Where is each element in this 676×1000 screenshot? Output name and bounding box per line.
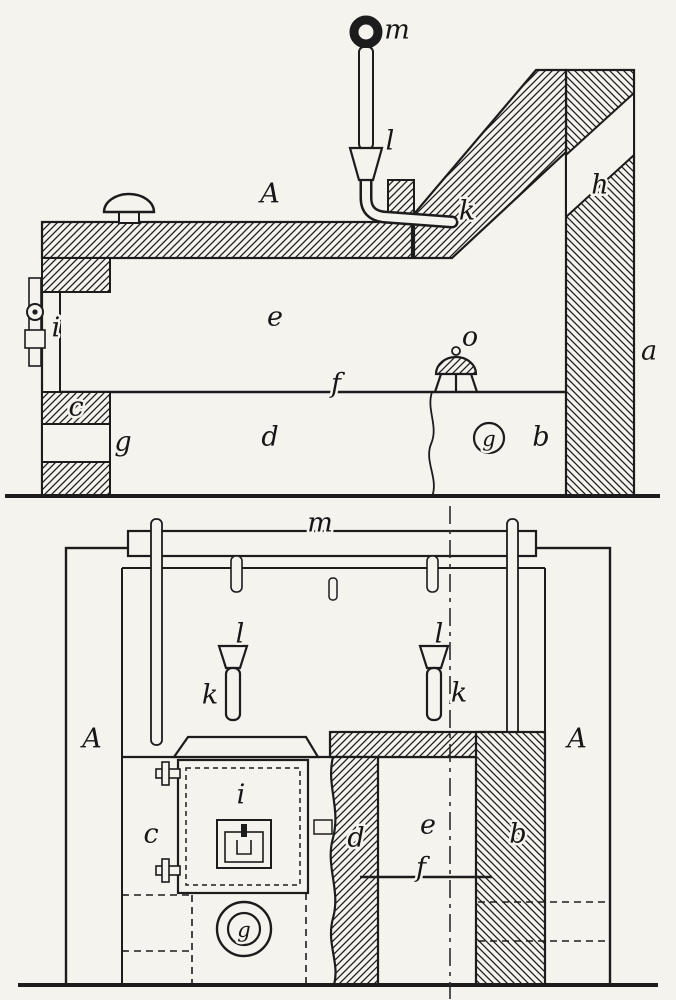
damper-slide <box>236 840 252 855</box>
flue-channel <box>565 90 635 220</box>
label-i: i <box>52 313 61 344</box>
label-e: e <box>420 810 436 841</box>
top-plate <box>40 220 414 260</box>
label-c: c <box>143 819 158 850</box>
label-g-circled: g <box>237 918 250 942</box>
suspension-rod <box>358 46 374 150</box>
stand-leg-right <box>469 373 479 393</box>
label-A-left: A <box>79 724 102 755</box>
stand-knob <box>451 346 461 356</box>
fire-door-inner-dashed <box>185 767 301 886</box>
hanger-bolt-left <box>230 555 243 593</box>
label-m: m <box>384 15 410 46</box>
tube-right <box>425 666 443 722</box>
latch-bar <box>28 277 42 367</box>
label-o: o <box>462 322 478 353</box>
foundation-block-lower <box>41 461 111 498</box>
valve-knob <box>102 192 156 214</box>
right-wall-column <box>474 730 547 987</box>
label-l-right: l <box>435 619 444 650</box>
label-g: g <box>114 427 131 458</box>
hanger-bolt-center <box>328 577 338 601</box>
funnel <box>348 146 384 182</box>
funnel-left <box>217 644 249 670</box>
left-step-block <box>41 257 111 293</box>
label-a: a <box>641 336 657 367</box>
inclined-flue-wall <box>412 68 568 260</box>
label-h: h <box>591 170 608 201</box>
label-b: b <box>509 819 526 850</box>
latch-clamp <box>24 329 46 349</box>
label-k: k <box>459 196 475 227</box>
label-e: e <box>267 302 283 333</box>
label-d: d <box>261 422 278 453</box>
label-d: d <box>347 823 364 854</box>
break-line <box>428 391 435 498</box>
label-k-right: k <box>451 678 467 709</box>
hinge-lower-pin <box>161 858 170 883</box>
label-A: A <box>257 179 280 210</box>
label-f: f <box>329 369 345 400</box>
damper-dome <box>434 355 478 376</box>
front-section-view: m l k l k A A c i d e f b g <box>18 505 658 999</box>
hinge-upper-pin <box>161 761 170 786</box>
circled-label-ring <box>472 421 506 455</box>
label-g-circled: g <box>482 427 495 451</box>
latch-pivot-pin <box>32 309 38 315</box>
label-l-left: l <box>236 619 245 650</box>
wall-tie <box>313 819 333 835</box>
register-ring-outer <box>215 900 273 958</box>
funnel-right <box>418 644 450 670</box>
side-section-view: m l k A h a e i o f c g d g b <box>5 12 660 498</box>
suspension-bar <box>126 529 538 558</box>
hanger-bolt-right <box>426 555 439 593</box>
tube-left <box>224 666 242 722</box>
bent-tube-bore <box>362 172 456 226</box>
label-k-left: k <box>202 680 218 711</box>
door-hood <box>171 735 320 759</box>
label-A-right: A <box>564 724 587 755</box>
damper-handle <box>241 824 247 837</box>
register-ring-inner <box>226 911 262 947</box>
label-m: m <box>307 508 333 539</box>
hanger-rod-left <box>150 518 163 746</box>
label-i: i <box>237 780 246 811</box>
stand-leg-left <box>433 373 443 393</box>
label-l: l <box>386 126 395 157</box>
hanger-rod-right <box>506 518 519 746</box>
lintel-block <box>328 730 492 759</box>
air-gap-g <box>41 423 111 463</box>
label-c: c <box>68 392 83 423</box>
center-wall-column <box>329 755 380 987</box>
suspension-ring <box>349 15 383 49</box>
label-b: b <box>532 422 549 453</box>
